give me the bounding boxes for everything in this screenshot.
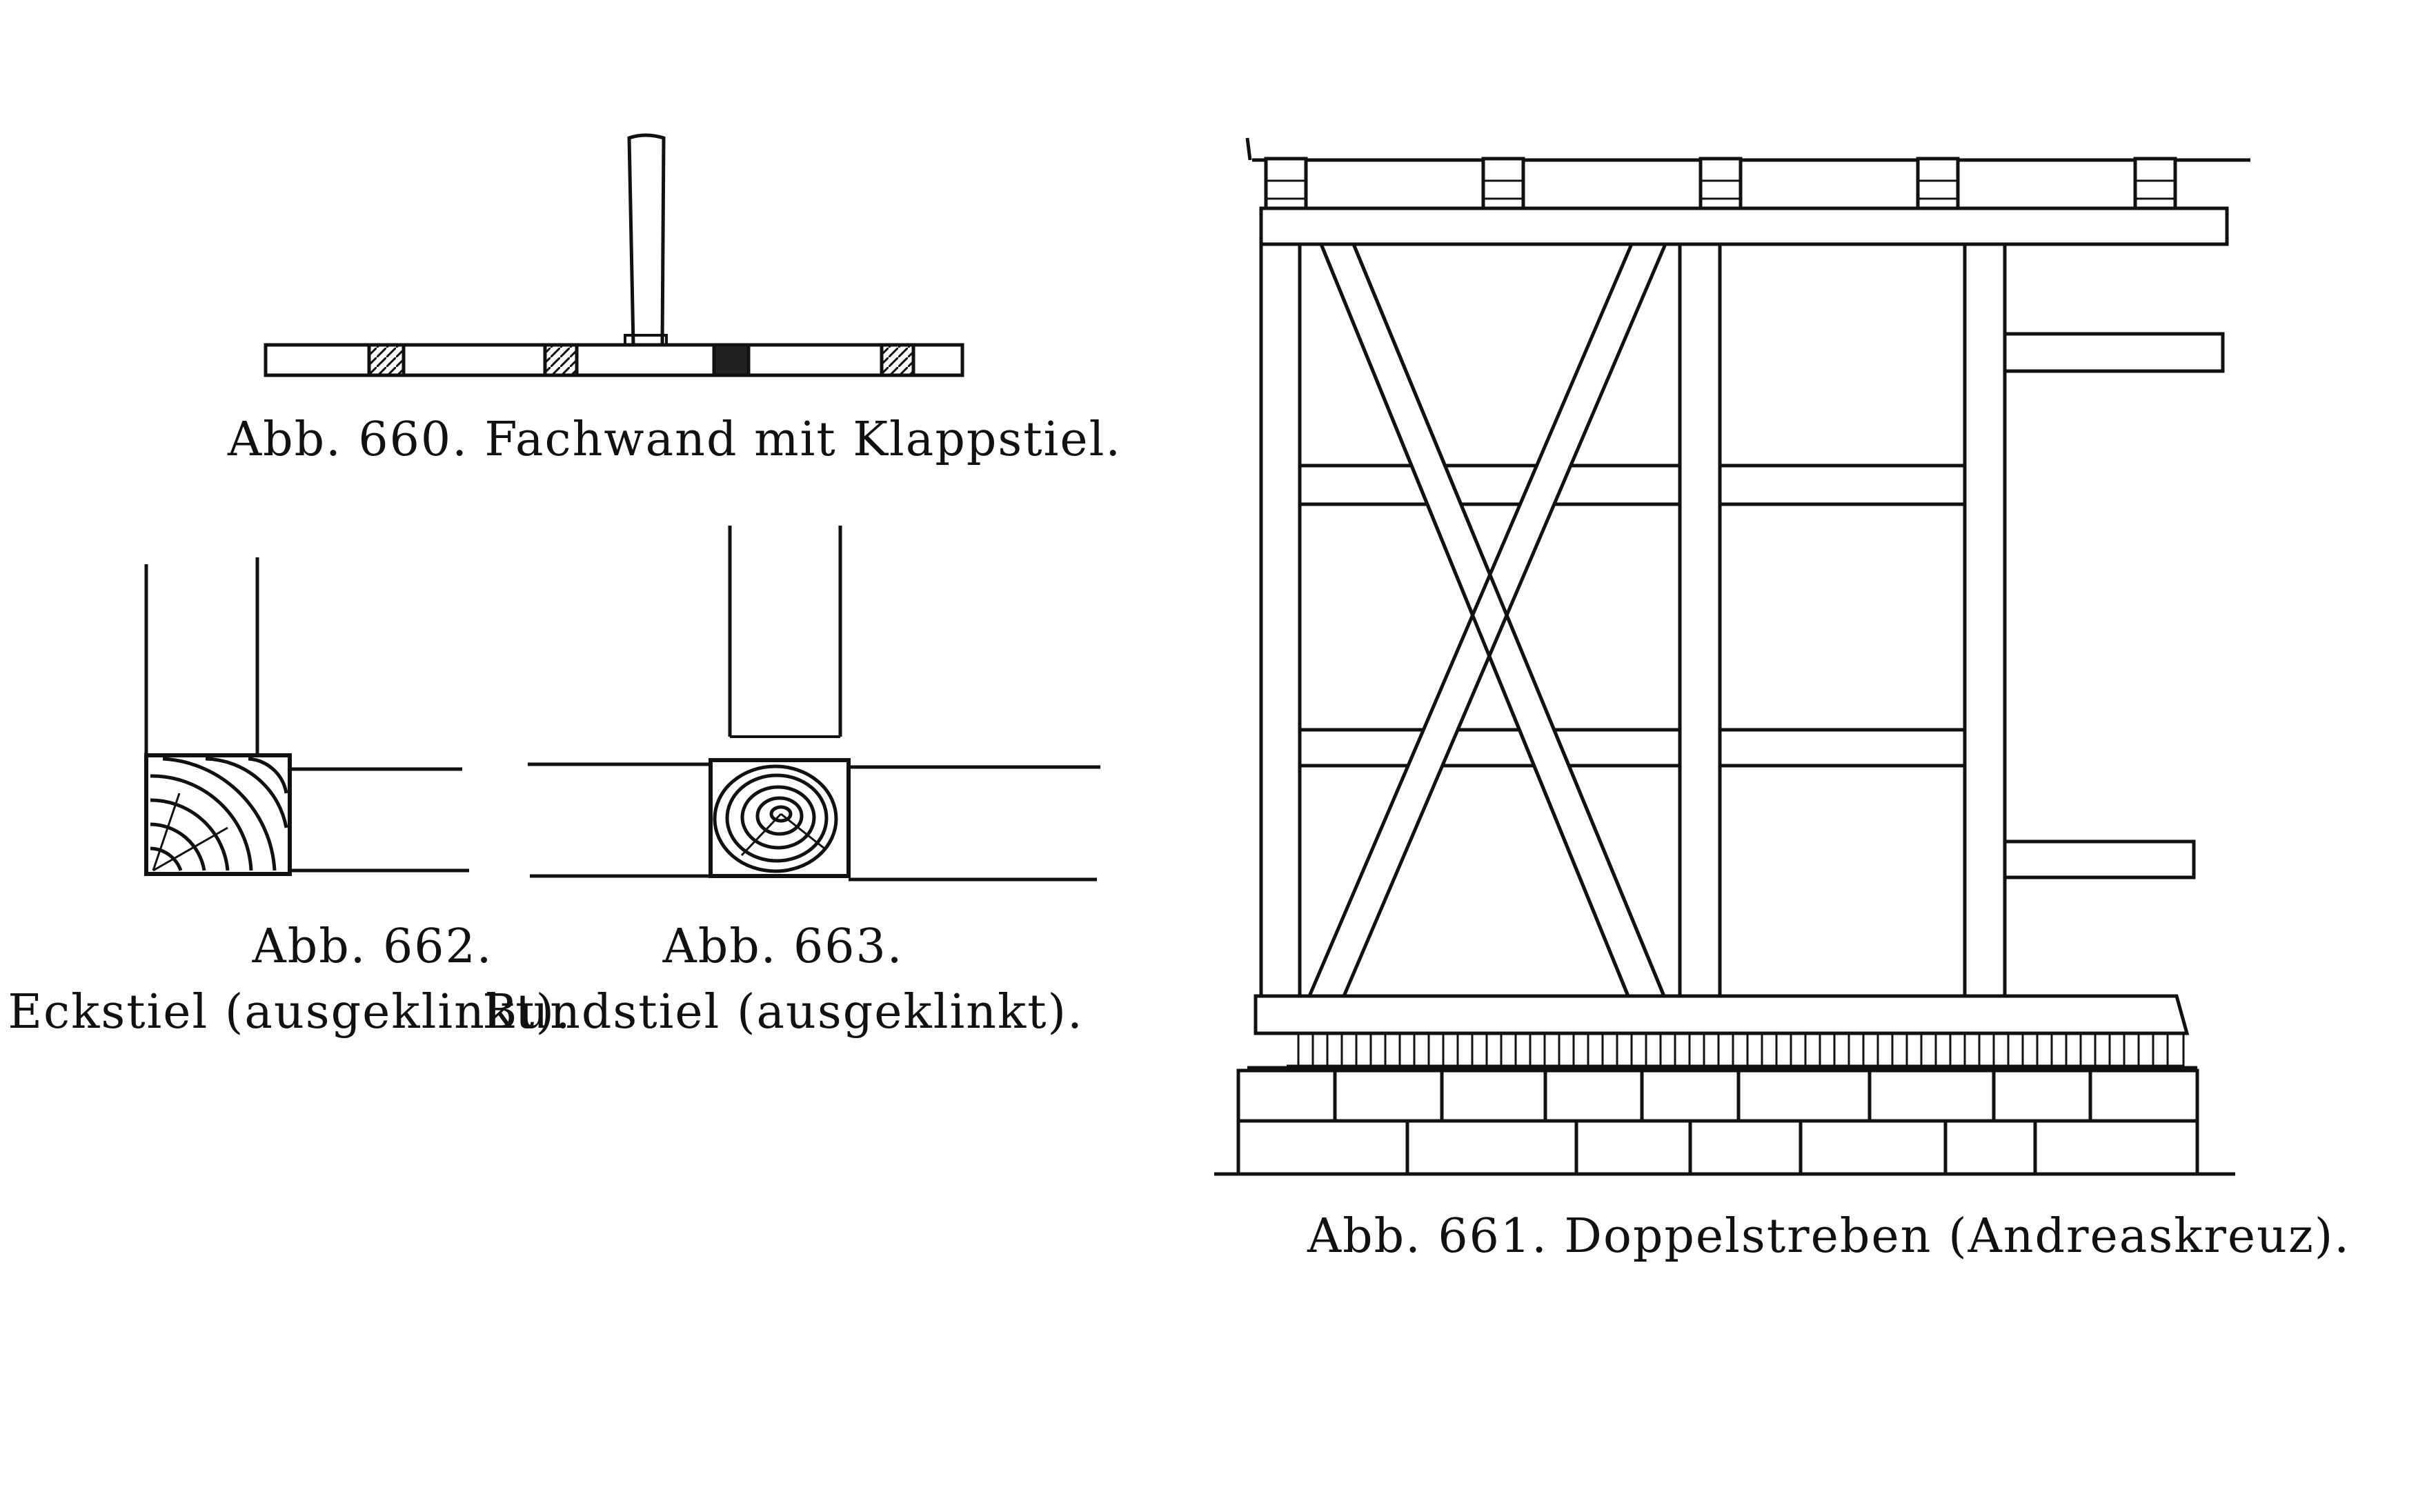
figure-660 xyxy=(264,133,964,377)
corner-post-growth-rings xyxy=(150,757,288,872)
top-plate xyxy=(1259,206,2229,246)
post-sections xyxy=(367,334,915,377)
bund-post xyxy=(728,526,842,737)
caption-fig-663: Bundstiel (ausgeklinkt). xyxy=(482,985,1083,1040)
post-right xyxy=(1963,242,2007,998)
side-beam-lower xyxy=(2005,839,2196,879)
stone-foundation xyxy=(1236,1068,2199,1176)
sill-beam-662 xyxy=(290,767,469,873)
figure-661 xyxy=(1214,137,2250,1176)
top-line xyxy=(1245,137,2250,162)
corner-post xyxy=(144,557,259,755)
sill-dentils xyxy=(1287,1032,2185,1067)
post-middle xyxy=(1678,242,1722,998)
corner-post-section xyxy=(144,753,292,876)
caption-fig-662: Eckstiel (ausgeklinkt). xyxy=(8,985,571,1040)
figure-663 xyxy=(528,526,1100,882)
sill-plate xyxy=(1254,994,2190,1035)
post-left xyxy=(1259,242,1302,998)
rail-lower-left xyxy=(1298,728,1682,768)
caption-fig-660: Abb. 660. Fachwand mit Klappstiel. xyxy=(227,412,1122,467)
label-fig-662: Abb. 662. xyxy=(252,919,493,974)
figure-662 xyxy=(144,557,469,876)
rail-upper-right xyxy=(1718,464,1967,506)
sill-beam-663 xyxy=(528,762,1100,882)
rail-lower-right xyxy=(1718,728,1967,768)
bund-post-growth-rings xyxy=(713,764,838,873)
caption-fig-661: Abb. 661. Doppelstreben (Andreaskreuz). xyxy=(1307,1209,2350,1264)
rail-upper-left xyxy=(1298,464,1682,506)
side-beam-upper xyxy=(2005,332,2225,373)
klappstiel-post xyxy=(627,133,666,346)
label-fig-663: Abb. 663. xyxy=(662,919,904,974)
